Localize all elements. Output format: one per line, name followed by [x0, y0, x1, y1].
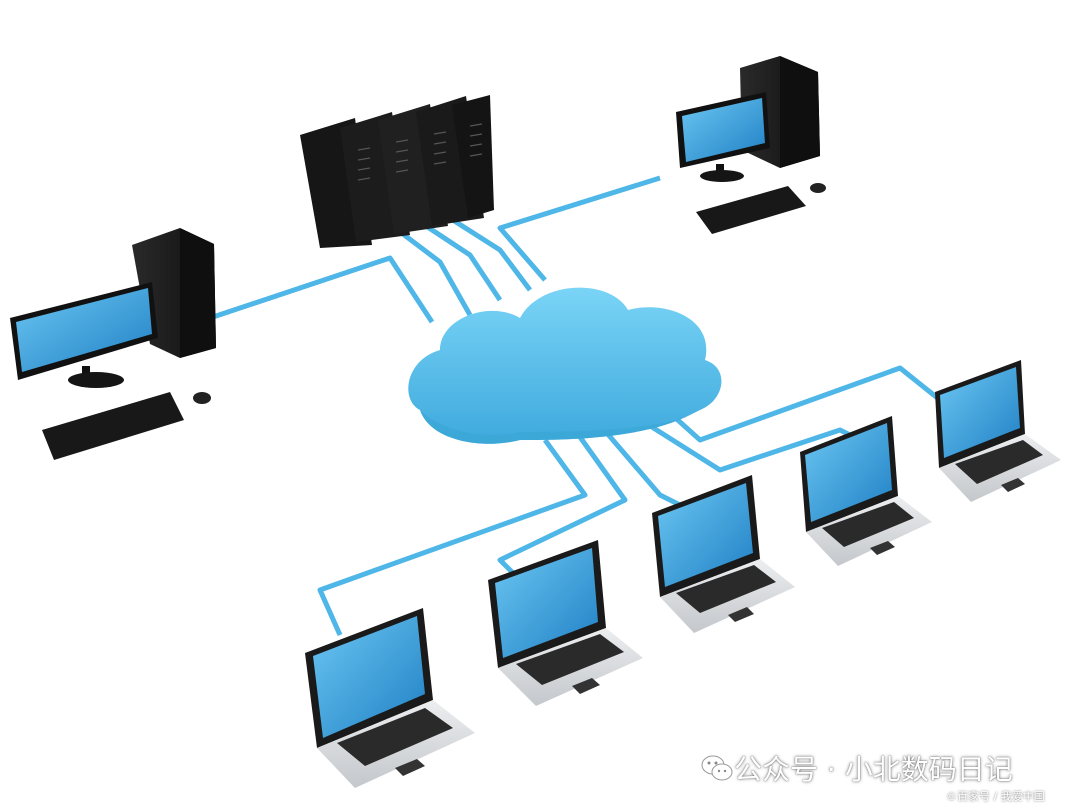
screen — [16, 288, 152, 372]
mouse — [193, 392, 211, 404]
link-server-2 — [418, 219, 503, 302]
screen — [805, 423, 892, 522]
keyboard — [822, 502, 914, 547]
watermark-text: 公众号 · 小北数码日记 — [734, 753, 1013, 786]
watermark-small-text: ©百家号 / 我爱中国 — [946, 790, 1045, 803]
desktop-left — [10, 228, 216, 460]
keyboard — [676, 565, 776, 613]
link-server-1 — [393, 226, 473, 317]
link-laptop-3 — [598, 423, 692, 513]
watermark: 公众号 · 小北数码日记 — [700, 748, 1013, 788]
laptop-2 — [488, 540, 643, 706]
keyboard — [955, 440, 1043, 484]
screen — [313, 616, 425, 738]
link-server-3 — [443, 212, 532, 292]
link-laptop-1 — [317, 438, 588, 637]
screen — [940, 367, 1020, 458]
laptop-1 — [305, 608, 475, 788]
link-left-desktop — [209, 255, 435, 324]
mouse — [810, 183, 826, 193]
screen — [682, 98, 765, 162]
cloud — [408, 287, 722, 444]
laptop-4 — [800, 416, 932, 566]
link-laptop-2 — [497, 428, 628, 582]
link-right-desktop — [497, 175, 661, 282]
keyboard — [337, 708, 453, 766]
wechat-icon — [701, 755, 733, 781]
screen — [495, 548, 598, 658]
keyboard — [42, 392, 184, 460]
desktop-right — [676, 56, 826, 234]
server-rack — [300, 95, 494, 248]
laptop-5 — [935, 360, 1061, 502]
screen — [658, 483, 753, 587]
laptop-3 — [652, 475, 795, 633]
keyboard — [516, 634, 624, 685]
keyboard — [696, 186, 806, 234]
